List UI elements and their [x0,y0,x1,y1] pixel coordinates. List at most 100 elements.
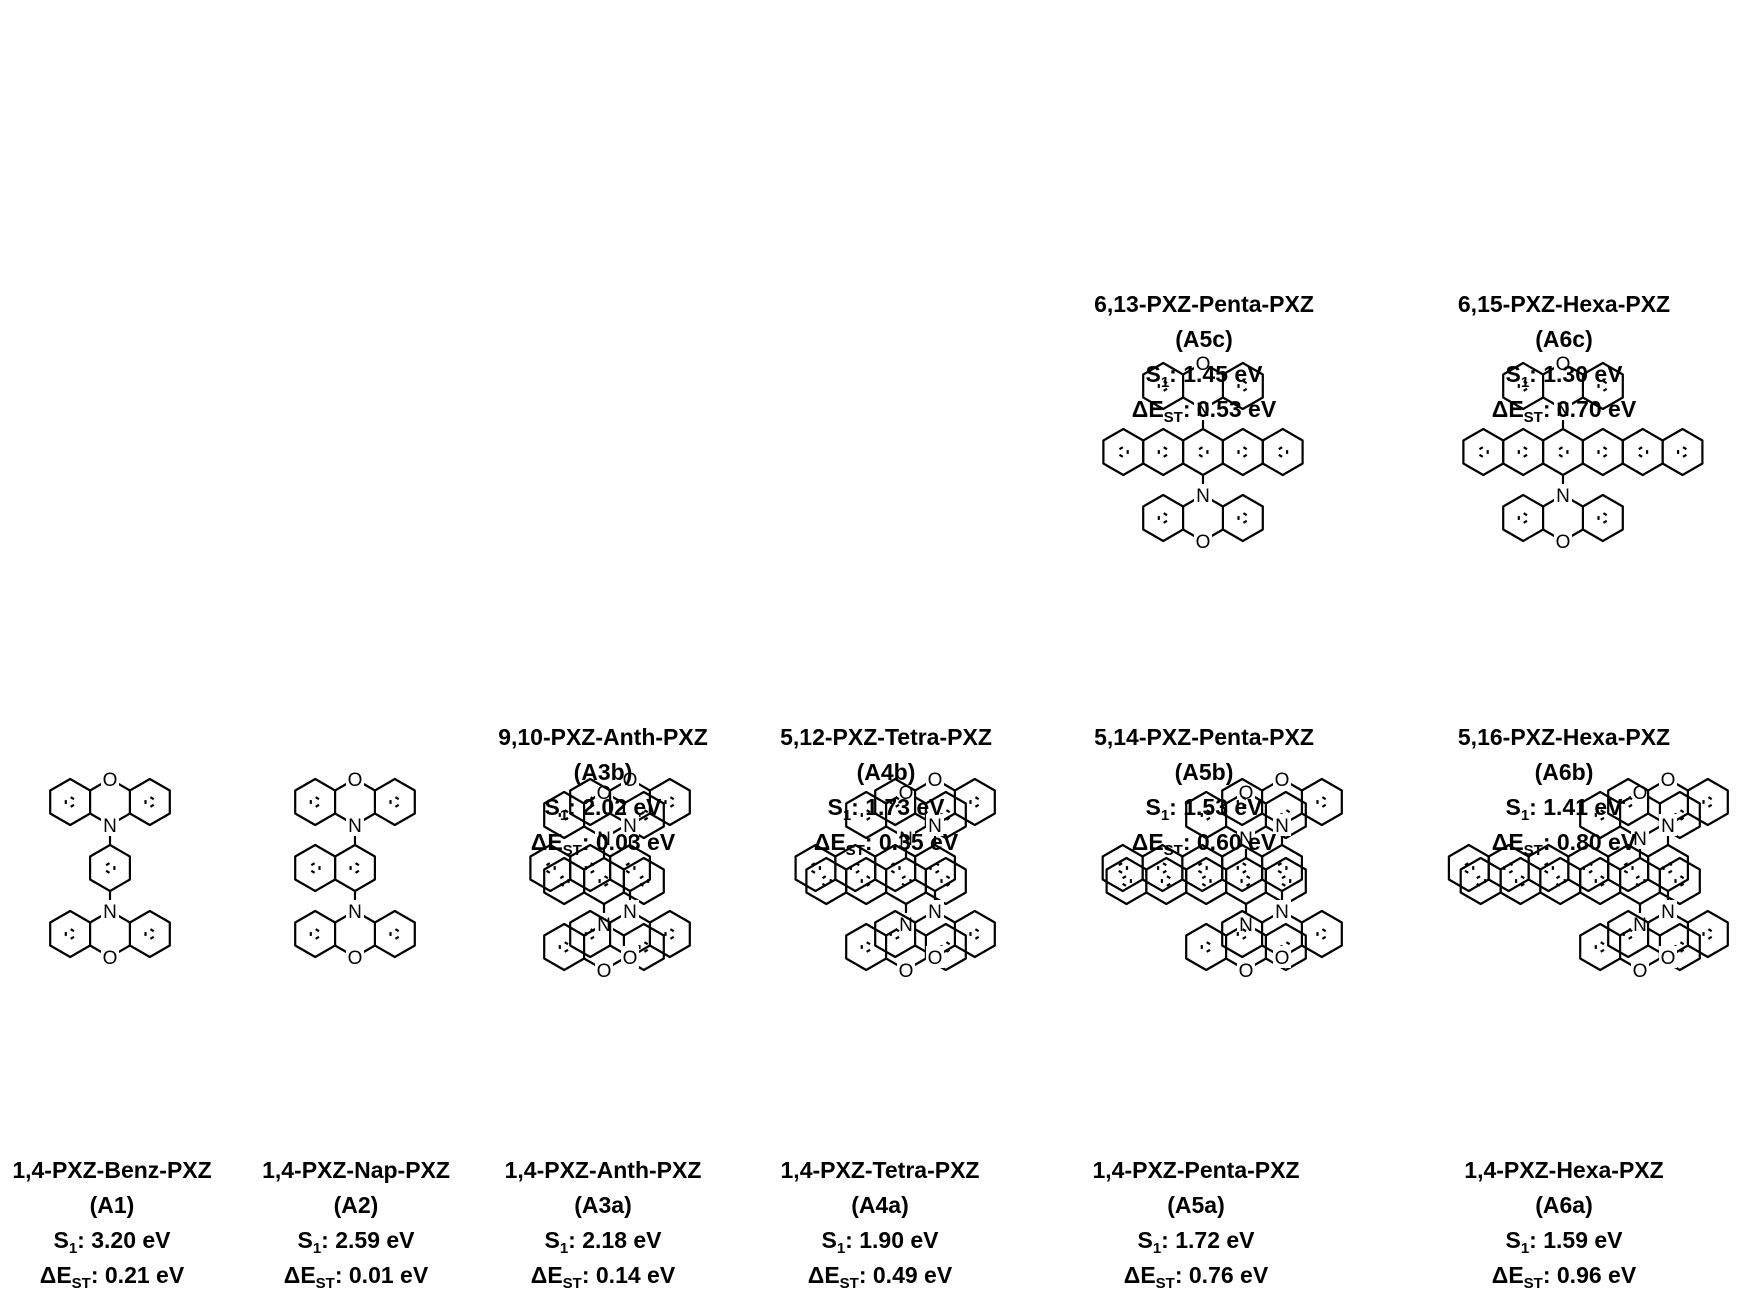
svg-text:O: O [1556,532,1571,553]
svg-text:N: N [348,816,362,837]
compound-name: 1,4-PXZ-Hexa-PXZ [1464,1157,1664,1183]
svg-text:O: O [1633,961,1648,982]
singlet-triplet-gap: ΔEST: 0.96 eV [1491,1262,1637,1292]
svg-text:N: N [103,816,117,837]
s1-energy: S1: 1.59 eV [1505,1227,1623,1257]
svg-text:N: N [1275,816,1289,837]
phenoxazine-bottom: ON [1607,900,1729,969]
svg-text:N: N [1633,829,1647,850]
svg-text:O: O [103,948,118,969]
svg-text:O: O [928,770,943,791]
compound-code: (A6b) [1534,759,1594,785]
s1-energy: S1: 1.30 eV [1505,361,1623,391]
svg-text:O: O [1239,961,1254,982]
phenoxazine-bottom: ON [49,900,171,969]
svg-text:N: N [928,902,942,923]
singlet-triplet-gap: ΔEST: 0.53 eV [1131,396,1277,426]
compound-label-a3b: 9,10-PXZ-Anth-PXZ (A3b) S1: 2.02 eV ΔEST… [443,720,763,860]
svg-text:O: O [928,948,943,969]
compound-code: (A5b) [1174,759,1234,785]
compound-label-a6a: 1,4-PXZ-Hexa-PXZ (A6a) S1: 1.59 eV ΔEST:… [1404,1153,1724,1293]
svg-text:N: N [1661,902,1675,923]
svg-text:N: N [597,829,611,850]
compound-name: 5,12-PXZ-Tetra-PXZ [780,724,992,750]
compound-code: (A5a) [1167,1192,1225,1218]
phenoxazine-bottom: ON [1579,913,1701,982]
phenoxazine-top: ON [1221,768,1343,837]
svg-text:O: O [1196,354,1211,375]
compound-name: 1,4-PXZ-Benz-PXZ [12,1157,212,1183]
compound-name: 9,10-PXZ-Anth-PXZ [498,724,708,750]
singlet-triplet-gap: ΔEST: 0.03 eV [530,829,676,859]
phenoxazine-top: ON [1142,352,1264,421]
svg-text:O: O [1556,354,1571,375]
svg-text:O: O [899,961,914,982]
svg-text:O: O [623,770,638,791]
compound-name: 1,4-PXZ-Tetra-PXZ [780,1157,980,1183]
svg-text:O: O [623,948,638,969]
svg-text:N: N [1556,400,1570,421]
singlet-triplet-gap: ΔEST: 0.80 eV [1491,829,1637,859]
singlet-triplet-gap: ΔEST: 0.14 eV [530,1262,676,1292]
compound-name: 5,16-PXZ-Hexa-PXZ [1457,724,1671,750]
compound-code: (A3a) [574,1192,632,1218]
phenoxazine-bottom: ON [1502,484,1624,553]
phenoxazine-top: ON [543,781,665,850]
svg-text:O: O [597,961,612,982]
compound-label-a5a: 1,4-PXZ-Penta-PXZ (A5a) S1: 1.72 eV ΔEST… [1036,1153,1356,1293]
s1-energy: S1: 1.90 eV [821,1227,939,1257]
s1-energy: S1: 2.02 eV [544,794,662,824]
phenoxazine-top: ON [1607,768,1729,837]
compound-label-a1: 1,4-PXZ-Benz-PXZ (A1) S1: 3.20 eV ΔEST: … [0,1153,272,1293]
phenoxazine-bottom: ON [569,900,691,969]
compound-code: (A6a) [1535,1192,1593,1218]
svg-text:N: N [1556,486,1570,507]
compound-code: (A4a) [851,1192,909,1218]
svg-text:O: O [103,770,118,791]
svg-text:N: N [103,902,117,923]
phenoxazine-top: ON [874,768,996,837]
compound-code: (A4b) [856,759,916,785]
svg-text:O: O [348,770,363,791]
svg-text:N: N [1275,902,1289,923]
compound-label-a6c: 6,15-PXZ-Hexa-PXZ (A6c) S1: 1.30 eV ΔEST… [1404,287,1724,427]
singlet-triplet-gap: ΔEST: 0.70 eV [1491,396,1637,426]
s1-energy: S1: 3.20 eV [53,1227,171,1257]
compound-code: (A6c) [1535,326,1593,352]
compound-name: 6,13-PXZ-Penta-PXZ [1094,291,1314,317]
phenoxazine-bottom: ON [1221,900,1343,969]
compound-code: (A2) [333,1192,379,1218]
singlet-triplet-gap: ΔEST: 0.49 eV [807,1262,953,1292]
svg-text:N: N [1196,400,1210,421]
compound-label-a4b: 5,12-PXZ-Tetra-PXZ (A4b) S1: 1.73 eV ΔES… [726,720,1046,860]
singlet-triplet-gap: ΔEST: 0.76 eV [1123,1262,1269,1292]
phenoxazine-bottom: ON [543,913,665,982]
compound-name: 1,4-PXZ-Penta-PXZ [1092,1157,1300,1183]
compound-code: (A1) [89,1192,135,1218]
svg-text:O: O [1275,770,1290,791]
svg-text:O: O [1239,783,1254,804]
svg-text:N: N [928,816,942,837]
svg-text:N: N [1239,915,1253,936]
phenoxazine-bottom: ON [874,900,996,969]
compound-name: 6,15-PXZ-Hexa-PXZ [1457,291,1671,317]
phenoxazine-bottom: ON [845,913,967,982]
s1-energy: S1: 1.72 eV [1137,1227,1255,1257]
phenoxazine-top: ON [569,768,691,837]
svg-text:O: O [1661,770,1676,791]
compound-name: 1,4-PXZ-Anth-PXZ [504,1157,702,1183]
s1-energy: S1: 1.41 eV [1505,794,1623,824]
compound-name: 5,14-PXZ-Penta-PXZ [1094,724,1314,750]
s1-energy: S1: 2.18 eV [544,1227,662,1257]
phenoxazine-top: ON [49,768,171,837]
